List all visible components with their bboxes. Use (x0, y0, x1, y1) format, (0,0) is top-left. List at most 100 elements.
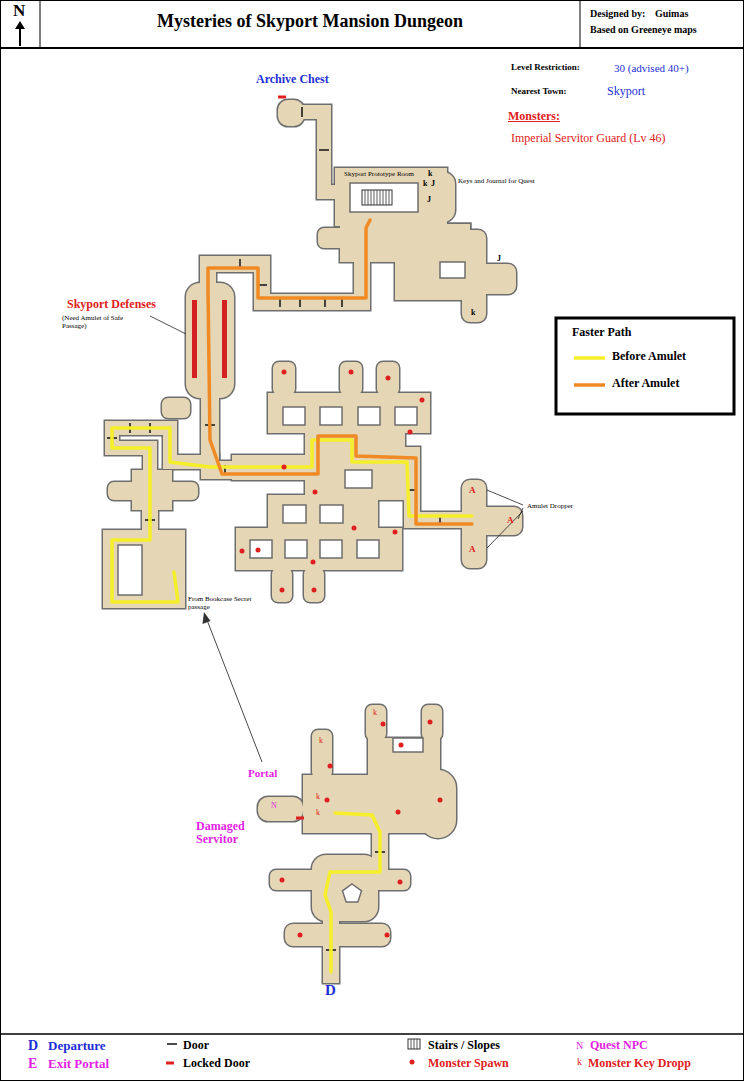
npc-label: Damaged Servitor (196, 820, 256, 846)
room-floor (162, 398, 190, 418)
room-floor (368, 738, 440, 778)
pillar (283, 505, 306, 523)
place-label: Archive Chest (256, 73, 329, 86)
map-title: Mysteries of Skyport Mansion Dungeon (40, 12, 580, 32)
key-drop-marker: k (316, 793, 320, 802)
corridor-floor (290, 112, 340, 192)
note-label: (Need Amulet of Safe Passage) (62, 315, 142, 330)
room-pillars (118, 183, 465, 902)
room-wall (258, 797, 303, 821)
room-wall (268, 393, 430, 433)
room-wall (377, 362, 399, 395)
pillar (250, 540, 272, 558)
room-wall (312, 730, 332, 778)
legend-frame (556, 318, 734, 414)
room-floor (236, 528, 402, 570)
stairs-symbol (362, 190, 392, 205)
pillar (345, 470, 372, 488)
compass-letter: N (13, 2, 25, 21)
room-floor (377, 362, 399, 395)
pillar (320, 540, 342, 558)
departure-marker: D (325, 982, 336, 999)
pentagon-pillar (342, 884, 361, 902)
legend-text: Stairs / Slopes (428, 1039, 500, 1052)
legend-text: Departure (48, 1039, 106, 1053)
stair-step (371, 190, 372, 205)
header-divider (40, 0, 41, 48)
stair-step (365, 190, 366, 205)
monster-spawn (298, 933, 303, 938)
pillar (395, 407, 417, 425)
note-label: Amulet Dropper (527, 503, 573, 511)
legend-samples (574, 358, 605, 385)
journal-marker: J (431, 180, 435, 189)
monster-spawn (428, 720, 433, 725)
compass-head (15, 21, 25, 29)
monster-spawn (410, 1060, 415, 1065)
monster-spawn (282, 370, 287, 375)
legend-rule (0, 1033, 744, 1035)
info-value: Skyport (607, 85, 645, 98)
monster-spawn (313, 490, 318, 495)
room-wall (318, 228, 346, 248)
room-floor (258, 797, 303, 821)
pillar (357, 540, 379, 558)
info-label: Level Restriction: (511, 63, 580, 73)
stair-step (389, 190, 390, 205)
legend-line-sample (574, 383, 605, 387)
room-floors (103, 100, 522, 975)
portal-label: Portal (248, 767, 277, 779)
info-label: Nearest Town: (511, 87, 567, 97)
key-marker: k (423, 180, 427, 189)
monster-spawn (381, 722, 386, 727)
room-wall (304, 568, 324, 602)
room-wall (335, 168, 447, 226)
amulet-marker: A (469, 486, 476, 496)
locked-door-symbol (166, 1062, 174, 1065)
key-drop-marker: k (316, 809, 320, 818)
pillar (350, 183, 418, 212)
legend-text: Monster Key Dropp (588, 1057, 691, 1070)
leader-line (487, 511, 523, 548)
locked-door-symbol (296, 817, 304, 820)
legend-text: Before Amulet (612, 350, 686, 363)
leader-lines (150, 316, 523, 548)
stair-step (386, 190, 387, 205)
note-label: Keys and Journal for Quest (458, 178, 535, 186)
leader-line (487, 490, 523, 505)
room-walls (103, 100, 522, 975)
leader-line (150, 316, 186, 334)
monster-spawn (385, 933, 390, 938)
room-floor (268, 393, 430, 433)
pillar (440, 262, 465, 278)
key-marker: k (471, 309, 475, 318)
monster-spawn (328, 764, 333, 769)
stairs-symbol (408, 1039, 420, 1049)
stair-step (417, 1039, 418, 1049)
monster-spawn (438, 798, 443, 803)
key-drop-marker: k (373, 709, 377, 718)
defense-barrier (222, 300, 227, 378)
amulet-marker: A (469, 545, 476, 555)
fast-paths (112, 220, 472, 972)
stairs-box (408, 1039, 420, 1049)
room-floor (272, 568, 292, 602)
room-floor (335, 168, 447, 226)
room-floor (273, 362, 295, 395)
locked-door-symbol (278, 96, 286, 99)
info-value: 30 (advised 40+) (614, 62, 689, 74)
stair-step (411, 1039, 412, 1049)
room-floor (422, 705, 442, 740)
legend-text: Quest NPC (590, 1039, 648, 1052)
legend-text: Exit Portal (48, 1057, 109, 1071)
header-rule (0, 47, 744, 49)
monster-spawn (349, 370, 354, 375)
monster-spawn (399, 743, 404, 748)
room-label-box: Skyport Prototype Room (342, 170, 419, 181)
doors (107, 107, 440, 1044)
stair-step (374, 190, 375, 205)
monster-spawn (386, 376, 391, 381)
